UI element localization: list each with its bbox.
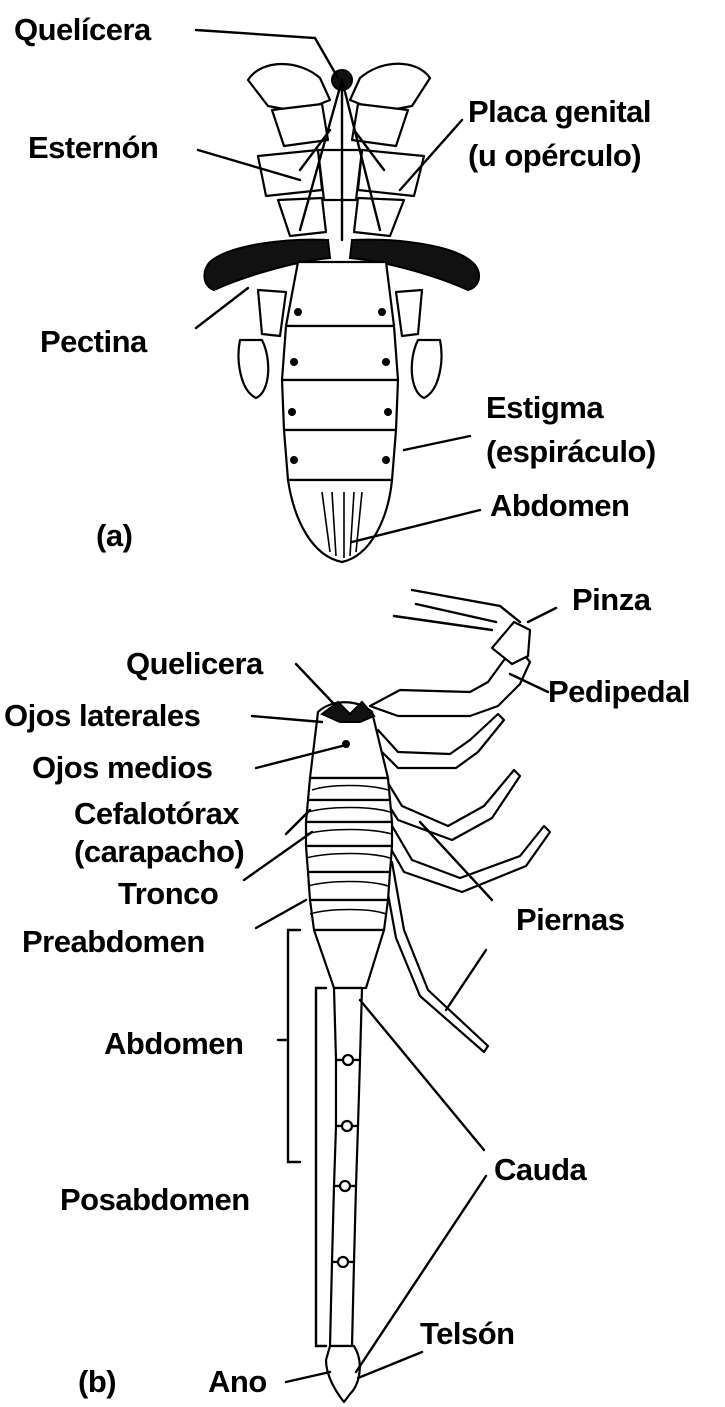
leader-lines-b — [244, 608, 556, 1382]
label-cefalotorax-line1: Cefalotórax — [74, 798, 239, 829]
label-abdomen-a: Abdomen — [490, 490, 629, 521]
label-telson: Telsón — [420, 1318, 515, 1349]
label-pectina: Pectina — [40, 326, 147, 357]
leg-4-pointer-extra — [446, 950, 486, 1010]
tergite-6 — [310, 900, 388, 930]
leg-4 — [384, 862, 488, 1052]
abdomen-bracket — [288, 930, 300, 1162]
panel-label-a: (a) — [96, 520, 132, 551]
tergite-5 — [308, 872, 390, 900]
ventral-view-scorpion — [196, 30, 480, 562]
abdomen-terminal — [288, 480, 392, 562]
tergite-2 — [306, 800, 392, 822]
left-coxa-4 — [278, 198, 326, 236]
label-preabdomen: Preabdomen — [22, 926, 205, 957]
tergite-4 — [306, 846, 392, 872]
tail-segment-1 — [334, 988, 362, 1060]
tail-segment-4 — [332, 1186, 356, 1262]
pincer-fingers — [394, 590, 520, 630]
tergite-1 — [308, 778, 390, 800]
label-estigma-line2: (espiráculo) — [486, 436, 656, 467]
label-placa-genital-line2: (u opérculo) — [468, 140, 641, 171]
tail-segment-3 — [334, 1126, 358, 1186]
label-quelicera-a: Quelícera — [14, 14, 151, 45]
left-coxa-2 — [272, 104, 328, 146]
tail-segment-5 — [330, 1262, 354, 1346]
label-ojos-medios: Ojos medios — [32, 752, 213, 783]
label-pedipedal: Pedipedal — [548, 676, 690, 707]
label-posabdomen: Posabdomen — [60, 1184, 250, 1215]
left-leg-inner — [258, 290, 286, 336]
sternum — [318, 150, 362, 200]
tergite-7 — [314, 930, 384, 988]
tail-segment-2 — [336, 1060, 360, 1126]
pincer — [492, 622, 530, 664]
label-ano: Ano — [208, 1366, 267, 1397]
right-leg-segment — [412, 340, 442, 398]
label-cauda: Cauda — [494, 1154, 586, 1185]
abdomen-segment-3 — [282, 380, 398, 430]
median-eyes — [342, 740, 350, 748]
dorsal-view-scorpion — [244, 590, 556, 1402]
label-esternon: Esternón — [28, 132, 158, 163]
label-ojos-laterales: Ojos laterales — [4, 700, 200, 731]
label-tronco: Tronco — [118, 878, 218, 909]
abdomen-segment-2 — [282, 326, 398, 380]
tergite-3 — [306, 822, 392, 846]
posabdomen-bracket — [316, 988, 326, 1346]
label-pinza: Pinza — [572, 584, 650, 615]
left-leg-segment — [239, 340, 269, 398]
telson-shape — [326, 1346, 360, 1402]
panel-label-b: (b) — [78, 1366, 116, 1397]
label-abdomen-b: Abdomen — [104, 1028, 243, 1059]
abdomen-segment-1 — [286, 262, 394, 326]
label-piernas: Piernas — [516, 904, 625, 935]
right-leg-inner — [396, 290, 422, 336]
label-cefalotorax-line2: (carapacho) — [74, 836, 244, 867]
label-estigma-line1: Estigma — [486, 392, 603, 423]
abdomen-segment-4 — [284, 430, 396, 480]
leg-1 — [374, 714, 504, 768]
leg-2 — [374, 770, 520, 840]
label-placa-genital-line1: Placa genital — [468, 96, 651, 127]
label-quelicera-b: Quelicera — [126, 648, 263, 679]
